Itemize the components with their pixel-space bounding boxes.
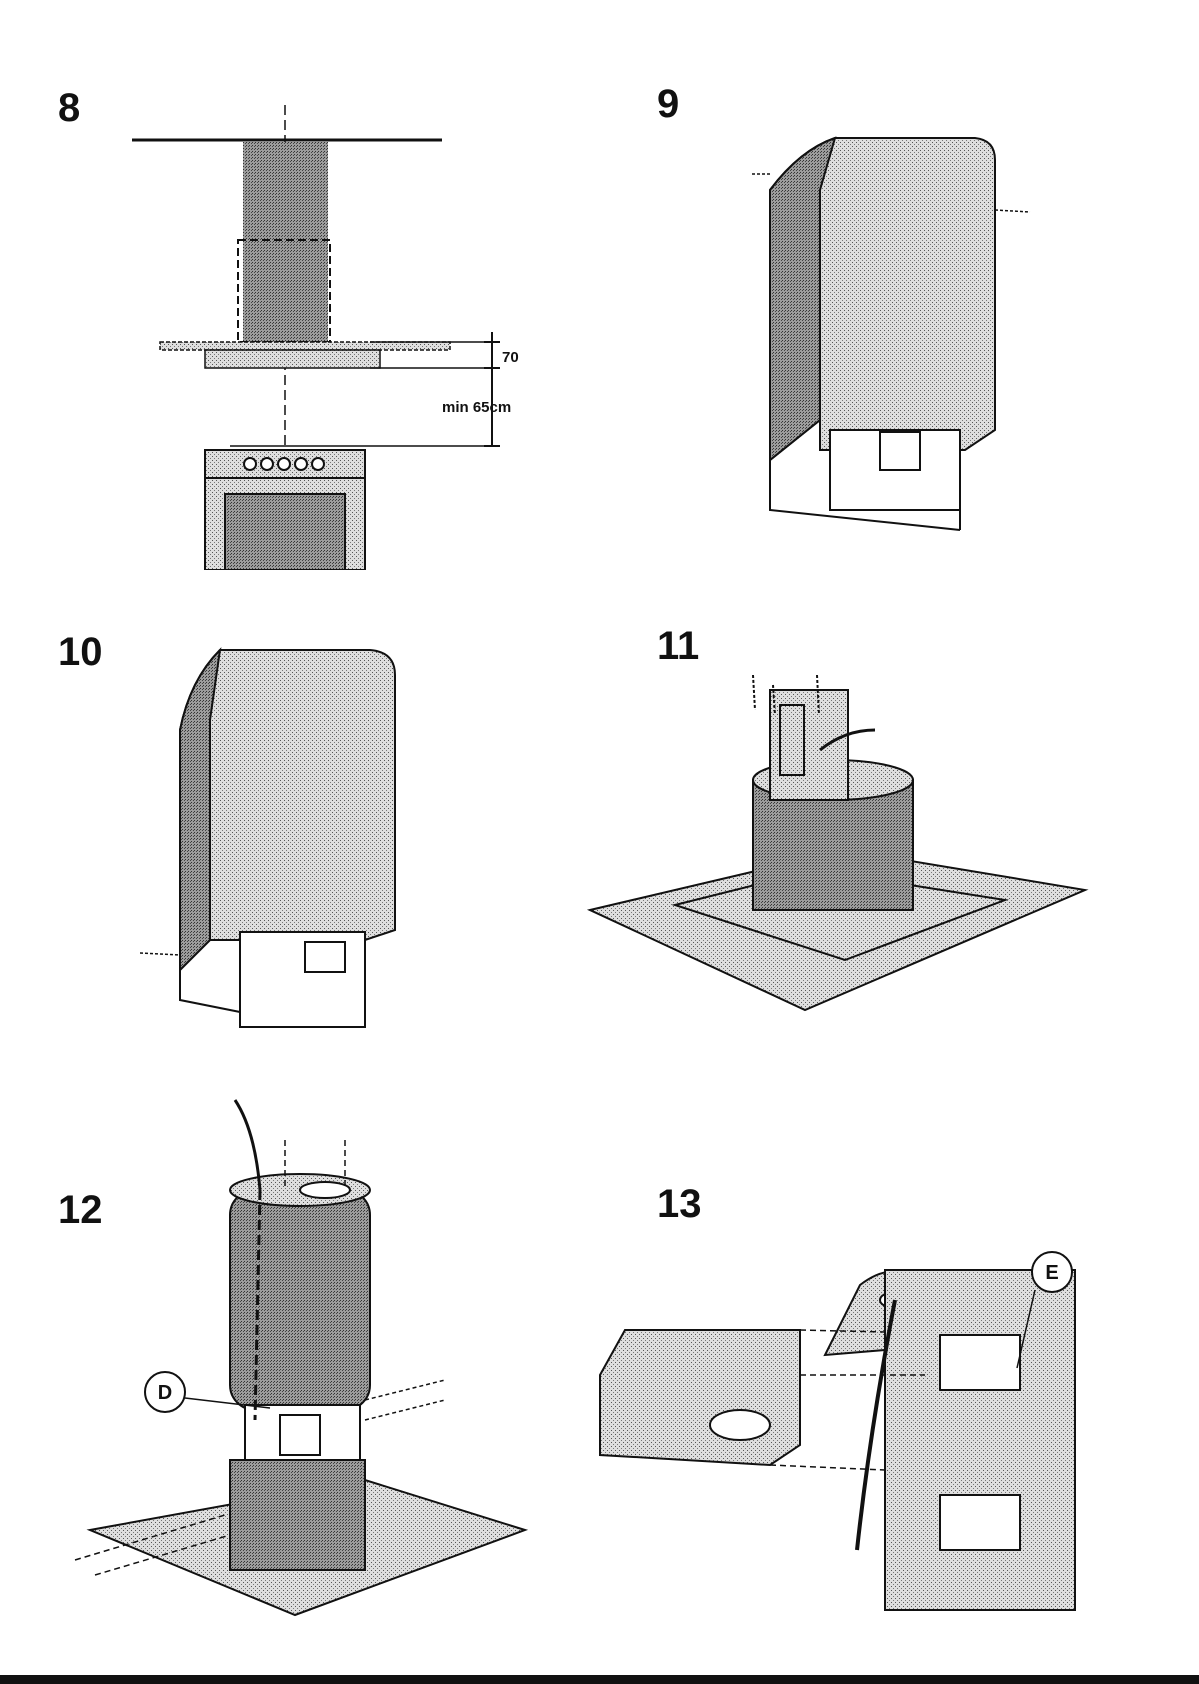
bottom-rule bbox=[0, 1675, 1199, 1684]
dimension-min-label: min 65cm bbox=[442, 399, 511, 416]
step-number-11: 11 bbox=[657, 626, 699, 666]
step-number-8: 8 bbox=[58, 88, 80, 128]
callout-d-label: D bbox=[158, 1382, 172, 1404]
step-number-9: 9 bbox=[657, 84, 679, 124]
step-number-10: 10 bbox=[58, 632, 103, 672]
figure-11-motor-base bbox=[585, 670, 1095, 1030]
figure-10-chimney-cover bbox=[140, 640, 420, 1040]
callout-e-label: E bbox=[1045, 1262, 1058, 1284]
dimension-70-label: 70 bbox=[502, 349, 519, 366]
step-number-13: 13 bbox=[657, 1184, 702, 1224]
figure-8-elevation: 70 min 65cm bbox=[120, 100, 560, 570]
figure-12-motor-column: D bbox=[55, 1090, 535, 1620]
figure-9-chimney-cover bbox=[740, 130, 1060, 550]
figure-13-cover-panels: E bbox=[595, 1250, 1105, 1630]
